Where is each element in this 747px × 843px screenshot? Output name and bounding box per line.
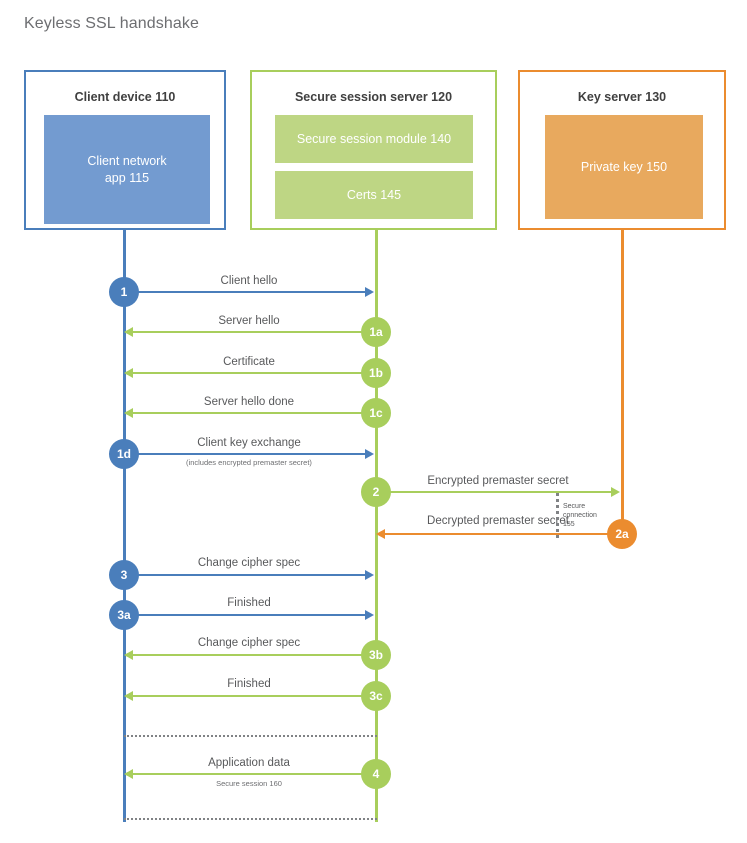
- message-line-1: [124, 291, 365, 293]
- message-arrowhead-1c: [124, 408, 133, 418]
- step-badge-1a: 1a: [361, 317, 391, 347]
- step-badge-1: 1: [109, 277, 139, 307]
- lifeline-client: [123, 230, 126, 822]
- inner-block-certs: Certs 145: [275, 171, 473, 219]
- message-line-4: [132, 773, 372, 775]
- message-arrowhead-3b: [124, 650, 133, 660]
- actor-box-key-server: Key server 130 Private key 150: [518, 70, 726, 230]
- inner-block-private-key: Private key 150: [545, 115, 703, 219]
- message-label-1: Client hello: [220, 275, 278, 287]
- step-badge-1c: 1c: [361, 398, 391, 428]
- message-arrowhead-2a: [376, 529, 385, 539]
- step-badge-2: 2: [361, 477, 391, 507]
- message-label-2a: Decrypted premaster secret: [427, 515, 569, 527]
- step-badge-1b: 1b: [361, 358, 391, 388]
- message-line-3b: [132, 654, 372, 656]
- lifeline-key-server: [621, 230, 624, 535]
- actor-box-secure-session-server: Secure session server 120 Secure session…: [250, 70, 497, 230]
- message-sublabel-4: Secure session 160: [216, 779, 282, 788]
- message-arrowhead-3: [365, 570, 374, 580]
- message-line-1a: [132, 331, 372, 333]
- step-badge-3: 3: [109, 560, 139, 590]
- message-line-3: [124, 574, 365, 576]
- step-badge-4: 4: [361, 759, 391, 789]
- message-arrowhead-3c: [124, 691, 133, 701]
- message-label-3: Change cipher spec: [197, 557, 301, 569]
- secure-connection-divider: [556, 493, 559, 538]
- actor-title-key-server: Key server 130: [577, 90, 667, 104]
- message-line-2a: [384, 533, 622, 535]
- message-line-1b: [132, 372, 372, 374]
- message-label-2: Encrypted premaster secret: [427, 475, 569, 487]
- message-arrowhead-3a: [365, 610, 374, 620]
- message-arrowhead-1: [365, 287, 374, 297]
- message-line-1c: [132, 412, 372, 414]
- message-arrowhead-1d: [365, 449, 374, 459]
- message-sublabel-1d: (includes encrypted premaster secret): [186, 458, 312, 467]
- secure-session-end-divider: [124, 818, 377, 820]
- inner-block-secure-session-module: Secure session module 140: [275, 115, 473, 163]
- step-badge-3b: 3b: [361, 640, 391, 670]
- message-line-3a: [124, 614, 365, 616]
- message-label-3c: Finished: [227, 678, 271, 690]
- message-label-1a: Server hello: [218, 315, 280, 327]
- message-arrowhead-2: [611, 487, 620, 497]
- lifeline-server: [375, 230, 378, 822]
- step-badge-3c: 3c: [361, 681, 391, 711]
- message-label-3b: Change cipher spec: [197, 637, 301, 649]
- message-label-4: Application data: [208, 757, 290, 769]
- secure-session-start-divider: [124, 735, 377, 737]
- message-line-3c: [132, 695, 372, 697]
- message-label-3a: Finished: [227, 597, 271, 609]
- step-badge-2a: 2a: [607, 519, 637, 549]
- step-badge-3a: 3a: [109, 600, 139, 630]
- message-line-2: [376, 491, 611, 493]
- message-label-1d: Client key exchange: [197, 437, 301, 449]
- step-badge-1d: 1d: [109, 439, 139, 469]
- actor-title-secure-session-server: Secure session server 120: [294, 90, 453, 104]
- message-label-1b: Certificate: [223, 356, 275, 368]
- page-title: Keyless SSL handshake: [24, 15, 199, 32]
- message-arrowhead-1a: [124, 327, 133, 337]
- actor-title-client-device: Client device 110: [74, 90, 176, 104]
- message-line-1d: [124, 453, 365, 455]
- message-label-1c: Server hello done: [203, 396, 295, 408]
- message-arrowhead-4: [124, 769, 133, 779]
- message-arrowhead-1b: [124, 368, 133, 378]
